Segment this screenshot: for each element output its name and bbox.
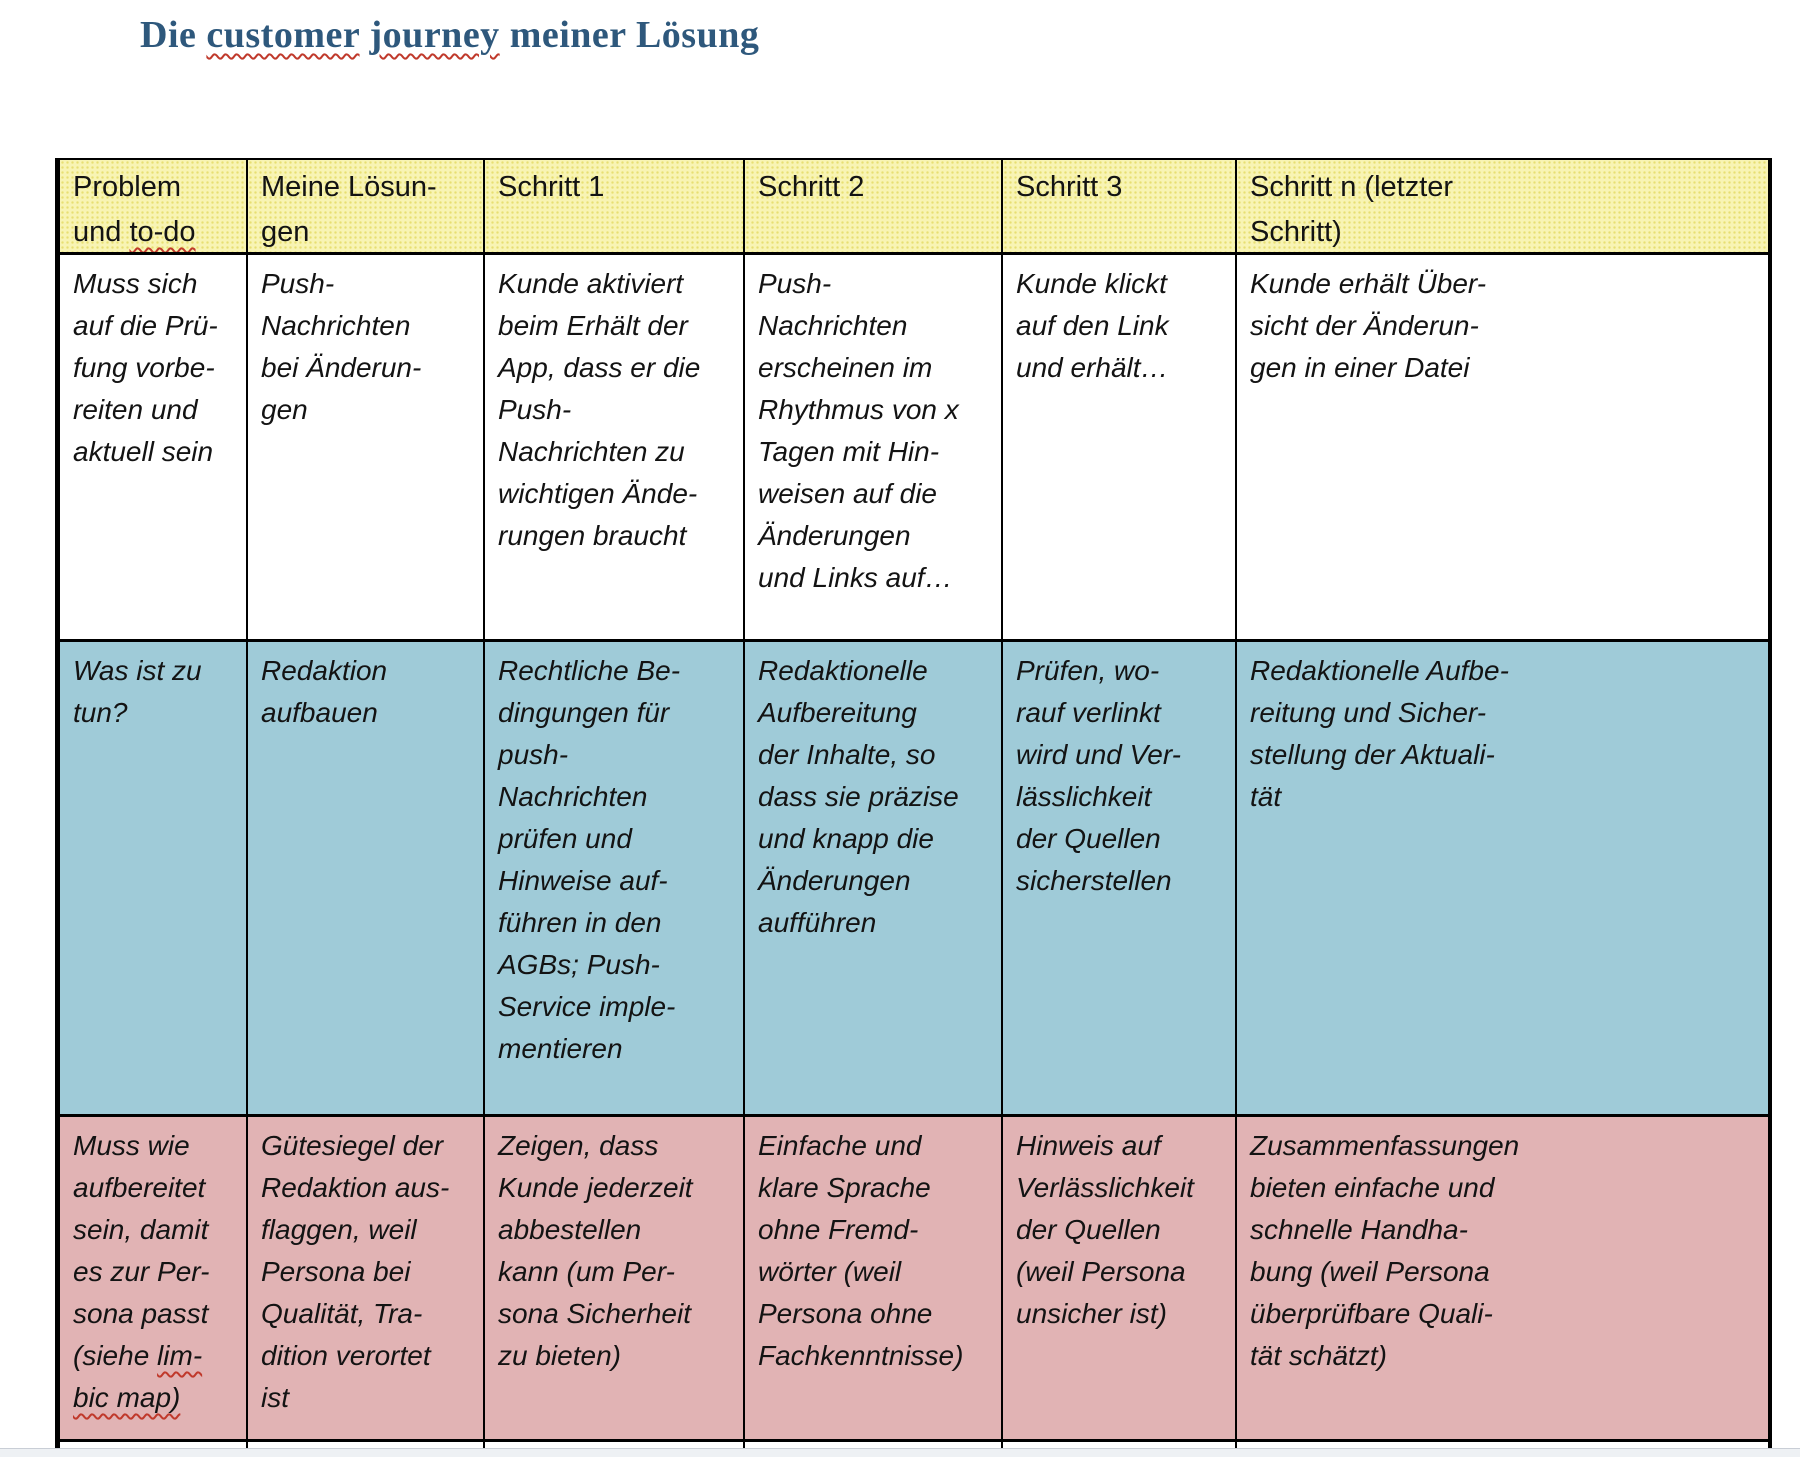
cell-todo-loesung: Redaktion aufbauen xyxy=(248,642,485,1117)
customer-journey-table: Problem und to-do Meine Lösun- gen Schri… xyxy=(55,158,1772,1456)
title-text: Die xyxy=(140,14,207,56)
spellcheck-word-lim: lim- xyxy=(157,1340,203,1371)
header-cell-schritt-3: Schritt 3 xyxy=(1003,160,1237,255)
cell-todo-schritt-n: Redaktionelle Aufbe- reitung und Sicher-… xyxy=(1237,642,1768,1117)
spellcheck-word-journey: journey xyxy=(369,14,500,56)
cell-persona-schritt-n: Zusammenfassungen bieten einfache und sc… xyxy=(1237,1117,1768,1442)
cell-persona-schritt-2: Einfache und klare Sprache ohne Fremd- w… xyxy=(745,1117,1003,1442)
header-cell-problem-todo: Problem und to-do xyxy=(60,160,248,255)
bottom-edge xyxy=(0,1448,1800,1457)
cell-problem-loesung: Push- Nachrichten bei Änderun- gen xyxy=(248,255,485,642)
cell-problem-schritt-1: Kunde aktiviert beim Erhält der App, das… xyxy=(485,255,745,642)
title-text-suffix: meiner Lösung xyxy=(499,14,760,56)
header-problem-text: Problem und xyxy=(73,171,181,248)
persona-text: Muss wie aufbereitet sein, damit es zur … xyxy=(73,1130,210,1371)
header-cell-schritt-1: Schritt 1 xyxy=(485,160,745,255)
title-space xyxy=(360,14,370,56)
spellcheck-word-todo: to-do xyxy=(129,216,196,248)
cell-persona-anforderung: Muss wie aufbereitet sein, damit es zur … xyxy=(60,1117,248,1442)
cell-problem-schritt-2: Push- Nachrichten erscheinen im Rhythmus… xyxy=(745,255,1003,642)
cell-problem-schritt-n: Kunde erhält Über- sicht der Änderun- ge… xyxy=(1237,255,1768,642)
cell-persona-schritt-1: Zeigen, dass Kunde jederzeit abbestellen… xyxy=(485,1117,745,1442)
spellcheck-word-customer: customer xyxy=(206,14,360,56)
header-cell-schritt-2: Schritt 2 xyxy=(745,160,1003,255)
header-cell-schritt-n: Schritt n (letzter Schritt) xyxy=(1237,160,1768,255)
cell-persona-loesung: Gütesiegel der Redaktion aus- flaggen, w… xyxy=(248,1117,485,1442)
cell-todo-frage: Was ist zu tun? xyxy=(60,642,248,1117)
page-title: Die customer journey meiner Lösung xyxy=(140,12,759,58)
cell-persona-schritt-3: Hinweis auf Verlässlichkeit der Quellen … xyxy=(1003,1117,1237,1442)
cell-problem-schritt-3: Kunde klickt auf den Link und erhält… xyxy=(1003,255,1237,642)
header-cell-meine-loesungen: Meine Lösun- gen xyxy=(248,160,485,255)
spellcheck-word-bic-map: bic map) xyxy=(73,1382,181,1413)
cell-todo-schritt-1: Rechtliche Be- dingungen für push- Nachr… xyxy=(485,642,745,1117)
cell-problem-und-todo: Muss sich auf die Prü- fung vorbe- reite… xyxy=(60,255,248,642)
cell-todo-schritt-3: Prüfen, wo- rauf verlinkt wird und Ver- … xyxy=(1003,642,1237,1117)
cell-todo-schritt-2: Redaktionelle Aufbereitung der Inhalte, … xyxy=(745,642,1003,1117)
